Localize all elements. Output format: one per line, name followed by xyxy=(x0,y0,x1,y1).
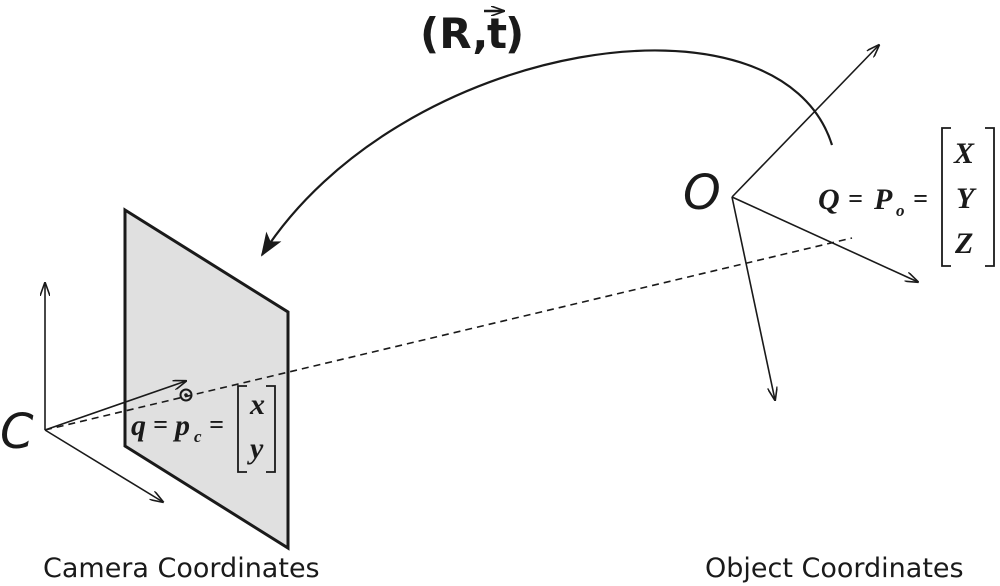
object-vector-y: Y xyxy=(956,182,977,215)
svg-text:): ) xyxy=(505,9,524,58)
object-coordinates-caption: Object Coordinates xyxy=(705,553,964,584)
object-vector-bracket-left xyxy=(941,127,951,267)
camera-vector-bracket-right xyxy=(266,385,276,473)
camera-center-label: C xyxy=(0,404,34,460)
svg-text:P: P xyxy=(873,183,893,216)
object-axis-right xyxy=(731,196,918,282)
svg-text:q: q xyxy=(131,409,146,442)
svg-text:=: = xyxy=(153,410,168,439)
object-axis-up xyxy=(731,45,879,198)
camera-vector-bracket-left xyxy=(237,385,247,473)
camera-axis-down xyxy=(44,429,163,502)
projected-point-marker xyxy=(179,388,193,402)
object-vector-bracket-right xyxy=(985,127,995,267)
svg-text:=: = xyxy=(913,184,928,213)
svg-text:p: p xyxy=(172,409,190,442)
object-vector-z: Z xyxy=(954,227,973,260)
svg-text:c: c xyxy=(194,427,202,446)
image-point-equation: q = p c = x y xyxy=(131,385,276,473)
image-plane xyxy=(123,207,290,551)
camera-vector-x: x xyxy=(249,388,265,421)
camera-coordinates-caption: Camera Coordinates xyxy=(43,553,320,584)
projection-ray xyxy=(44,237,853,431)
svg-text:=: = xyxy=(209,410,224,439)
translation-symbol: t xyxy=(487,9,507,58)
svg-text:(R,: (R, xyxy=(420,9,488,58)
transformation-label: (R, t ) xyxy=(420,9,524,58)
object-axis-down xyxy=(731,196,775,400)
object-axes xyxy=(731,45,918,400)
camera-vector-y: y xyxy=(247,432,264,465)
transformation-arc xyxy=(260,49,834,257)
object-origin-label: O xyxy=(683,165,721,221)
svg-text:=: = xyxy=(848,184,863,213)
svg-text:o: o xyxy=(896,201,905,220)
object-point-equation: Q = P o = X Y Z xyxy=(818,127,995,267)
camera-axes xyxy=(45,283,186,502)
object-vector-x: X xyxy=(953,137,975,170)
camera-axis-right xyxy=(44,381,186,431)
svg-text:Q: Q xyxy=(818,183,840,216)
